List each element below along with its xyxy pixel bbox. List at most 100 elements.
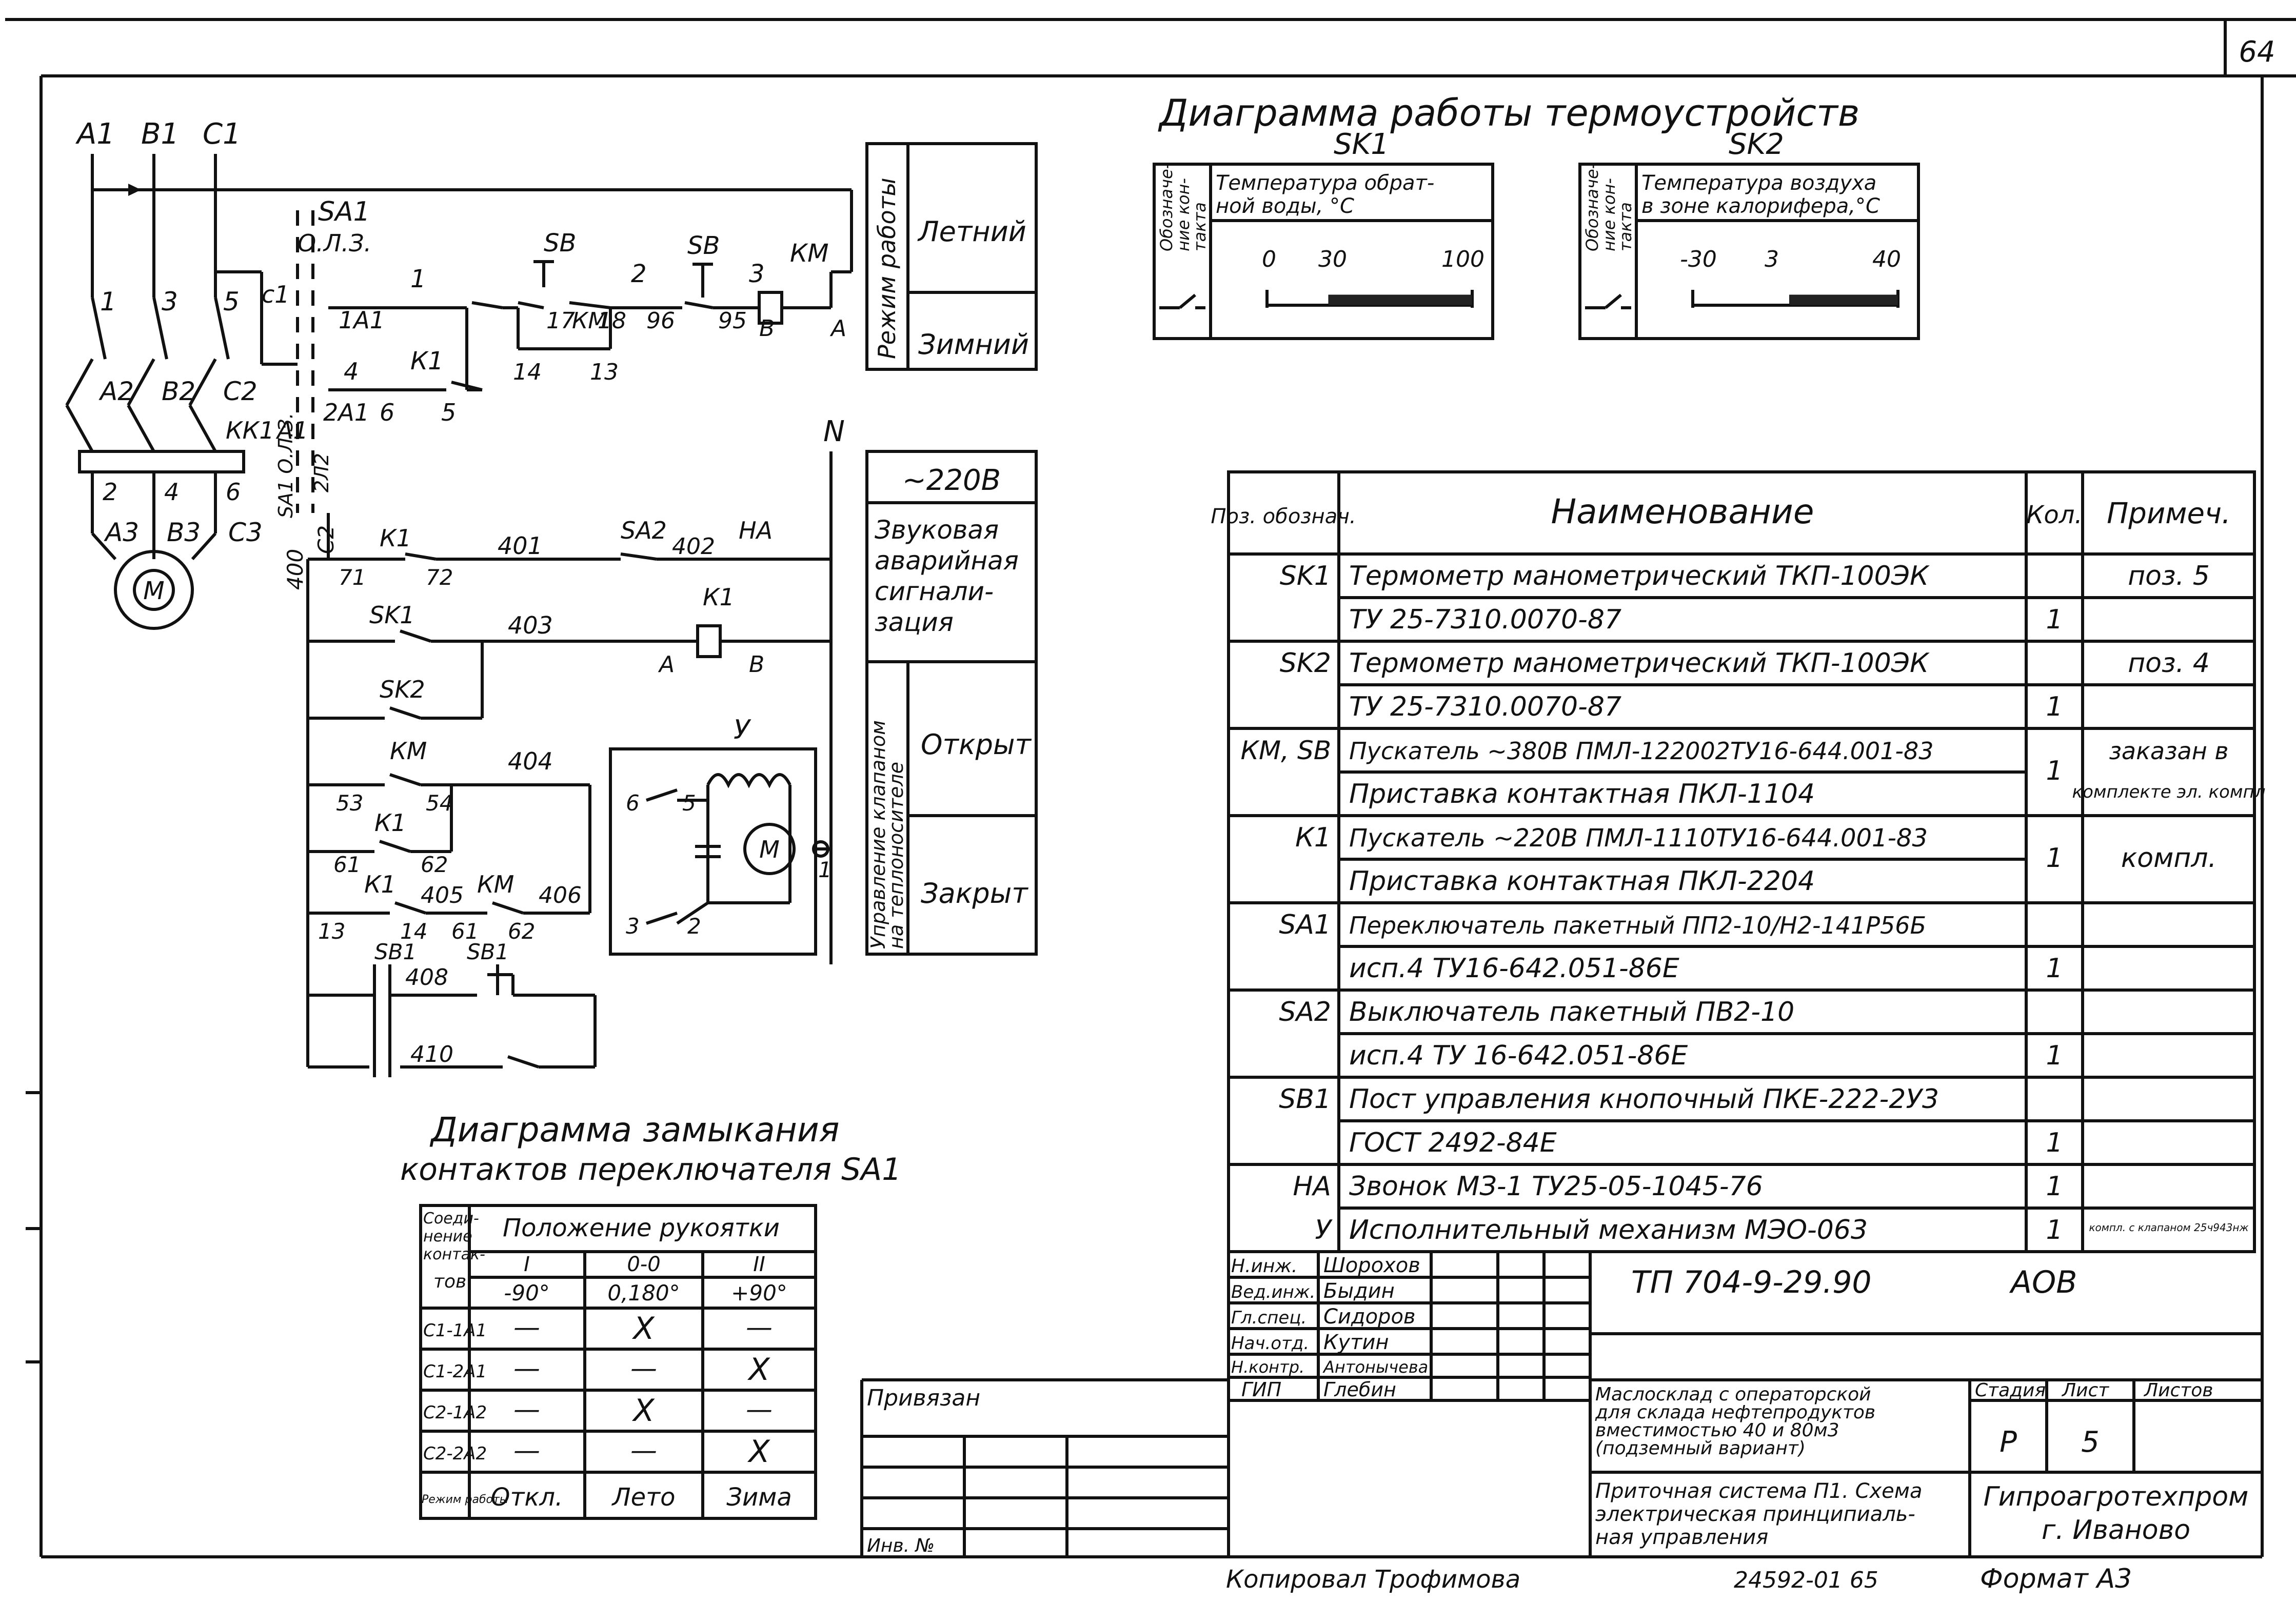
km-coil-terminal-a: А (829, 315, 846, 342)
sign-name-0: Шорохов (1323, 1254, 1420, 1277)
sk1-contact-label: SK1 (369, 601, 415, 629)
relay-label-2: 2 (103, 478, 117, 506)
sa2-label: SA2 (621, 517, 667, 544)
motor-circle (114, 550, 194, 630)
sa1-label: SA1 (318, 196, 370, 227)
contact-72: 72 (426, 565, 453, 590)
motor-terminal-a3: A3 (104, 518, 139, 547)
switch-pos-1: I (524, 1253, 530, 1276)
contact-61: 61 (333, 852, 361, 877)
wire-label-402: 402 (672, 533, 715, 560)
switch-c1-1a1-pos1: — (513, 1312, 540, 1343)
spec-r1-qty: 1 (2046, 604, 2063, 635)
frame (5, 18, 2296, 1558)
switch-head-contacts-4: тов (433, 1271, 466, 1292)
spec-r11-qty: 1 (2046, 1040, 2063, 1071)
spec-r14-pos: НА (1293, 1171, 1331, 1202)
sk1-col-a-1: Обозначе- (1157, 163, 1176, 251)
spec-r4-note: заказан в (2109, 737, 2228, 765)
wire-label-410: 410 (410, 1041, 453, 1067)
node-label-5: 5 (441, 399, 456, 426)
sign-role-5: ГИП (1241, 1378, 1281, 1401)
bound-label: Привязан (867, 1385, 980, 1411)
sheet-format: Формат А3 (1980, 1564, 2132, 1594)
sk1-title: SK1 (1334, 128, 1389, 161)
sk2-col-a-2: ние кон- (1599, 178, 1619, 251)
sk2-contact-label: SK2 (380, 676, 425, 703)
spec-r2-name: Термометр манометрический ТКП-100ЭК (1349, 648, 1930, 679)
inventory-number: 24592-01 65 (1734, 1567, 1878, 1593)
km-label-405: КМ (477, 871, 514, 898)
spec-r9-name: исп.4 ТУ16-642.051-86Е (1349, 953, 1679, 984)
sk2-tick-mid: 3 (1765, 246, 1779, 272)
wire-label-2: 2 (631, 260, 647, 288)
sb-label: SB (544, 229, 576, 258)
project-line-1: Маслосклад с операторской (1595, 1384, 1871, 1405)
sign-name-3: Кутин (1323, 1331, 1389, 1354)
relay-label-kk1: КК1 (226, 417, 274, 444)
wire-label-1: 1 (410, 265, 426, 293)
relay-label-6: 6 (226, 478, 241, 506)
alarm-line-2: аварийная (875, 546, 1019, 576)
spec-table-grid (1227, 470, 2256, 1253)
switch-c1-2a1-pos1: — (513, 1353, 540, 1384)
spec-r10-name: Выключатель пакетный ПВ2-10 (1349, 997, 1794, 1027)
spec-r1-name: ТУ 25-7310.0070-87 (1349, 604, 1621, 635)
phase-label-c1: C1 (203, 117, 241, 151)
mode-winter: Зимний (918, 328, 1029, 361)
sheet-value: 5 (2081, 1426, 2100, 1459)
alarm-line-3: сигнали- (875, 577, 994, 606)
switch-c2-1a2-pos0: X (631, 1393, 655, 1429)
contact-13: 13 (590, 359, 619, 385)
spec-r14-qty: 1 (2046, 1171, 2063, 1202)
sk2-active-range (1789, 294, 1898, 306)
k1-contact-label: К1 (410, 347, 444, 375)
switch-row-c2-2a2: С2-2А2 (423, 1443, 487, 1464)
spec-head-note: Примеч. (2107, 497, 2231, 530)
spec-r8-pos: SA1 (1279, 909, 1331, 940)
spec-r15-name: Исполнительный механизм МЭО-063 (1349, 1215, 1868, 1245)
contact-61-405: 61 (451, 919, 479, 944)
switch-c2-1a2-pos1: — (513, 1394, 540, 1425)
node-label-2l2: 2Л2 (310, 453, 333, 492)
sign-role-0: Н.инж. (1231, 1256, 1297, 1277)
doc-number: ТП 704-9-29.90 (1631, 1264, 1872, 1300)
phase-label-a1: A1 (75, 117, 115, 151)
signal-panel (865, 450, 1038, 956)
switch-c2-2a2-pos1: — (513, 1435, 540, 1466)
spec-r15-qty: 1 (2046, 1215, 2063, 1245)
spec-r4-qty: 1 (2046, 756, 2063, 786)
sk1-col-a-3: такта (1190, 202, 1210, 251)
switch-mode-summer: Лето (611, 1483, 676, 1512)
spec-r13-name: ГОСТ 2492-84Е (1349, 1128, 1557, 1158)
switch-c1-1a1-pos2: — (746, 1312, 773, 1343)
stage-value: Р (2000, 1426, 2017, 1459)
stage-label: Стадия (1975, 1380, 2046, 1401)
spec-head-pos: Поз. обознач. (1211, 505, 1356, 528)
wire-label-3: 3 (749, 260, 765, 288)
sign-role-4: Н.контр. (1231, 1357, 1304, 1377)
switch-mode-off: Откл. (491, 1483, 563, 1512)
signal-voltage: ~220В (902, 464, 1001, 497)
switch-head-position: Положение рукоятки (503, 1214, 780, 1242)
contact-17: 17 (546, 308, 575, 334)
actuator-terminal-6: 6 (626, 790, 640, 816)
switch-c1-1a1-pos0: X (631, 1311, 655, 1347)
contact-18: 18 (598, 308, 626, 334)
contact-14-405: 14 (400, 919, 427, 944)
thermo-title: Диаграмма работы термоустройств (1158, 91, 1859, 134)
sign-role-2: Гл.спец. (1231, 1308, 1307, 1328)
line-label-a2: A2 (98, 377, 134, 406)
k1-label-401: К1 (380, 524, 411, 552)
actuator-label: У (734, 715, 751, 745)
k1-label-405: К1 (364, 871, 396, 898)
motor-terminal-b3: B3 (167, 518, 201, 547)
spec-r6-note: компл. (2121, 843, 2216, 874)
switch-c2-1a2-pos2: — (746, 1394, 773, 1425)
actuator-box (609, 747, 831, 956)
sa1-positions: О.Л.З. (298, 229, 371, 257)
spec-r8-name: Переключатель пакетный ПП2-10/Н2-141Р56Б (1349, 912, 1926, 939)
switch-angle-1: -90° (504, 1280, 550, 1306)
motor-terminal-c3: C3 (228, 518, 263, 547)
actuator-terminal-1: 1 (818, 857, 832, 882)
